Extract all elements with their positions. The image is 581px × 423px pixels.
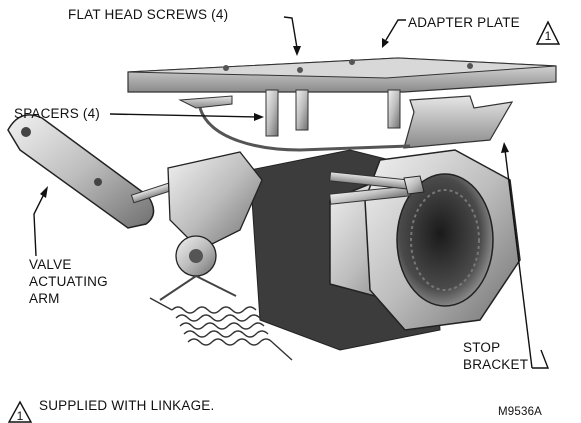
adapter-plate-shape	[127, 57, 557, 93]
linkage-crank-shape	[159, 151, 263, 301]
flat-head-screws-label: FLAT HEAD SCREWS (4)	[68, 7, 229, 22]
leader-lines	[33, 16, 550, 369]
footnote-text: SUPPLIED WITH LINKAGE.	[39, 398, 215, 413]
valve-body-shape	[249, 149, 521, 351]
stop-bracket-label: STOP BRACKET	[463, 340, 529, 372]
adapter-plate-note-marker: 1	[544, 29, 552, 43]
footnote-marker: 1	[16, 409, 24, 423]
side-screw-shape	[329, 171, 425, 195]
valve-actuating-arm-label: VALVE ACTUATING ARM	[29, 257, 108, 306]
spacers-shape	[265, 89, 401, 137]
adapter-plate-label: ADAPTER PLATE	[408, 15, 520, 30]
stop-bracket-shape	[178, 95, 514, 152]
springs-shape	[149, 297, 293, 361]
note-triangle-marker	[7, 400, 33, 423]
spacers-label: SPACERS (4)	[14, 106, 100, 121]
note-triangle-marker	[535, 20, 561, 45]
figure-id: M9536A	[498, 406, 543, 418]
